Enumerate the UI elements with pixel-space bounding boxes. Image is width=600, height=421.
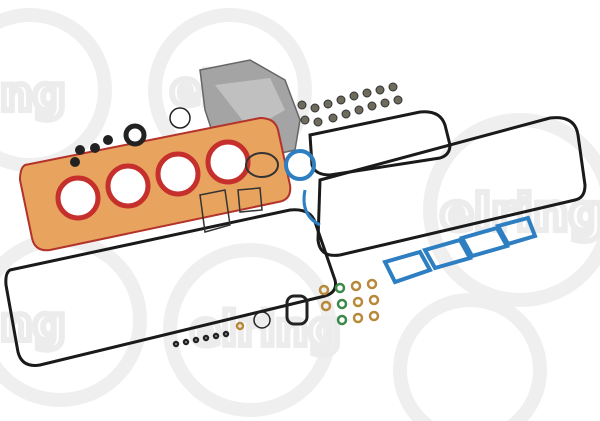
right-valve-cover-gasket xyxy=(316,116,587,257)
svg-text:ng: ng xyxy=(0,297,66,351)
intake-manifold-gasket xyxy=(382,215,538,285)
svg-text:ng: ng xyxy=(0,67,66,121)
valve-stem-seals xyxy=(297,82,403,127)
o-rings xyxy=(172,278,380,348)
cylinder-head-gasket xyxy=(18,116,292,252)
misc-seals xyxy=(70,107,321,329)
small-cover-gasket xyxy=(308,110,452,177)
left-valve-cover-gasket xyxy=(4,208,337,367)
